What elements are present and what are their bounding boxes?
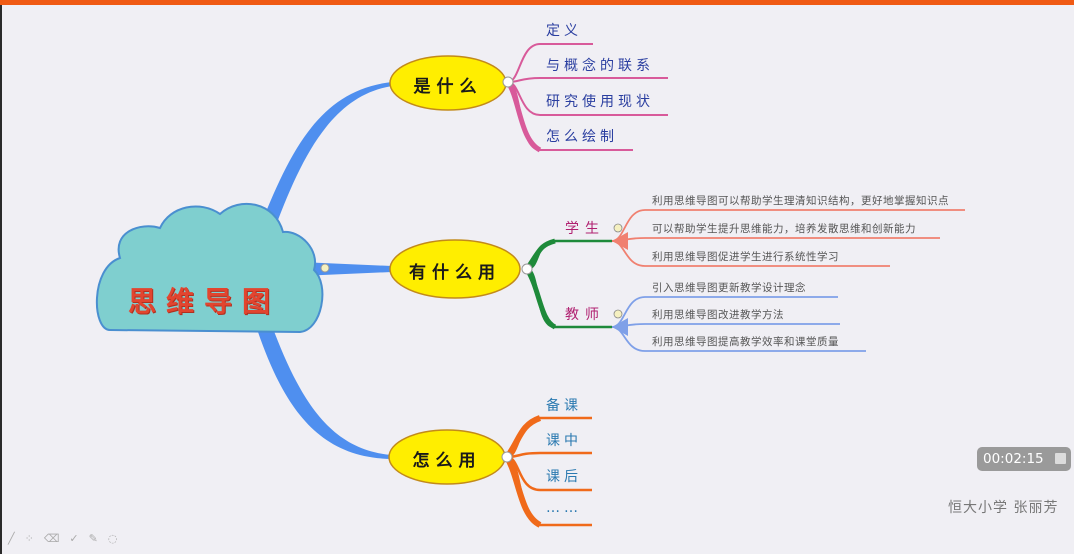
branch-what-connector: [258, 82, 392, 236]
stop-icon[interactable]: [1055, 453, 1066, 464]
student-item-2[interactable]: 可以帮助学生提升思维能力，培养发散思维和创新能力: [652, 223, 916, 235]
recording-timer[interactable]: 00:02:15: [977, 447, 1071, 471]
clear-icon[interactable]: ◌: [107, 532, 118, 545]
student-item-1[interactable]: 利用思维导图可以帮助学生理清知识结构，更好地掌握知识点: [652, 195, 949, 207]
teacher-item-2[interactable]: 利用思维导图改进教学方法: [652, 309, 784, 321]
student-collapse: [613, 223, 623, 233]
left-edge: [0, 5, 2, 554]
root-node-label[interactable]: 思维导图: [128, 285, 281, 318]
node-use-shape: [389, 239, 521, 299]
pen-icon[interactable]: ╱: [8, 532, 15, 545]
check-icon[interactable]: ✓: [69, 532, 79, 545]
what-item-draw[interactable]: 怎么绘制: [546, 129, 618, 145]
node-use-collapse: [521, 263, 533, 275]
student-item-3[interactable]: 利用思维导图促进学生进行系统性学习: [652, 251, 839, 263]
how-item-in-class[interactable]: 课中: [546, 433, 582, 449]
node-how-collapse: [501, 451, 513, 463]
watermark: 恒大小学 张丽芳: [948, 500, 1059, 516]
use-group-teacher[interactable]: 教师: [565, 307, 605, 323]
how-item-after-class[interactable]: 课后: [546, 469, 582, 485]
what-item-definition[interactable]: 定义: [546, 23, 582, 39]
teacher-item-3[interactable]: 利用思维导图提高教学效率和课堂质量: [652, 336, 839, 348]
how-item-prepare[interactable]: 备课: [546, 398, 582, 414]
root-cloud-shape: [95, 202, 324, 334]
how-item-more[interactable]: ……: [546, 500, 582, 516]
node-how-label[interactable]: 怎么用: [412, 451, 482, 471]
node-what-collapse: [502, 76, 514, 88]
what-item-relation[interactable]: 与概念的联系: [546, 58, 654, 74]
pointer-icon[interactable]: ⁘: [24, 532, 34, 545]
use-group-student[interactable]: 学生: [565, 221, 605, 237]
top-bar: [0, 0, 1074, 5]
node-what-label[interactable]: 是什么: [413, 77, 483, 97]
what-item-status[interactable]: 研究使用现状: [546, 94, 654, 110]
timer-text: 00:02:15: [983, 451, 1044, 467]
highlighter-icon[interactable]: ✎: [88, 532, 98, 545]
annotation-toolbar: ╱ ⁘ ⌫ ✓ ✎ ◌: [8, 532, 117, 545]
eraser-icon[interactable]: ⌫: [43, 532, 60, 545]
branch-how-connector: [258, 326, 392, 459]
node-use-label[interactable]: 有什么用: [409, 263, 501, 283]
teacher-item-1[interactable]: 引入思维导图更新教学设计理念: [652, 282, 806, 294]
teacher-collapse: [613, 309, 623, 319]
collapse-dot: [320, 263, 330, 273]
